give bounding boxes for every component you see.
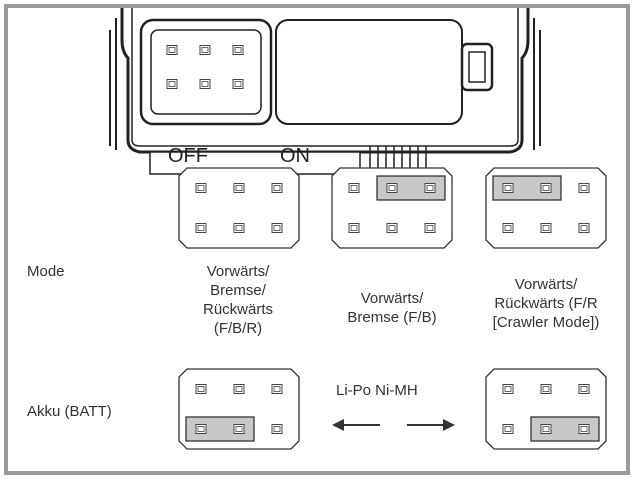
- battery-type-caption: Li-Po Ni-MH: [336, 382, 418, 399]
- header-pin: [233, 223, 245, 233]
- lipo-arrow-icon: [332, 419, 380, 431]
- header-pin: [424, 223, 436, 233]
- nimh-arrow-icon: [407, 419, 455, 431]
- power-switch-knob: [460, 42, 494, 92]
- mode-block-2: [331, 167, 453, 249]
- mode-fb-caption: Vorwärts/ Bremse (F/B): [347, 289, 436, 327]
- mode-row-label: Mode: [27, 263, 65, 280]
- mode-fr-line-2: Rückwärts (F/R: [494, 295, 598, 312]
- header-pin: [424, 183, 436, 193]
- header-pin: [540, 223, 552, 233]
- battery-block-nimh: [485, 368, 607, 450]
- header-pin: [502, 384, 514, 394]
- battery-jumper-blocks: [178, 368, 607, 450]
- header-pin: [271, 384, 283, 394]
- header-pin: [195, 223, 207, 233]
- mode-fr-line-1: Vorwärts/: [514, 276, 578, 293]
- header-pin: [195, 183, 207, 193]
- header-pin: [540, 424, 552, 434]
- header-pin: [502, 183, 514, 193]
- switch-off-label: OFF: [168, 145, 208, 167]
- header-pin: [578, 223, 590, 233]
- mode-fbr-caption: Vorwärts/ Bremse/ Rückwärts (F/B/R): [203, 262, 273, 338]
- header-pin: [578, 424, 590, 434]
- header-pin: [271, 223, 283, 233]
- header-pin: [540, 384, 552, 394]
- mode-fbr-line-3: Rückwärts: [202, 301, 274, 318]
- header-pin: [578, 183, 590, 193]
- header-pin: [578, 384, 590, 394]
- battery-row-label: Akku (BATT): [27, 403, 112, 420]
- mode-fb-line-2: Bremse (F/B): [347, 309, 437, 326]
- header-pin: [502, 424, 514, 434]
- header-pin: [386, 183, 398, 193]
- mode-fr-caption: Vorwärts/ Rückwärts (F/R [Crawler Mode]): [493, 275, 600, 332]
- header-pin: [233, 384, 245, 394]
- header-pin: [195, 384, 207, 394]
- mode-fbr-line-4: (F/B/R): [213, 320, 263, 337]
- header-pin: [195, 424, 207, 434]
- header-pin: [233, 424, 245, 434]
- header-pin: [348, 223, 360, 233]
- switch-on-label: ON: [280, 145, 310, 167]
- header-pin: [271, 424, 283, 434]
- header-pin: [386, 223, 398, 233]
- mode-fb-line-1: Vorwärts/: [360, 290, 424, 307]
- battery-block-lipo: [178, 368, 300, 450]
- mode-block-1: [178, 167, 300, 249]
- header-pin: [502, 223, 514, 233]
- mode-block-3: [485, 167, 607, 249]
- header-pin: [540, 183, 552, 193]
- header-pin: [271, 183, 283, 193]
- header-pin: [348, 183, 360, 193]
- mode-fr-line-3: [Crawler Mode]): [492, 314, 600, 331]
- header-pin: [233, 183, 245, 193]
- mode-fbr-line-1: Vorwärts/: [206, 263, 270, 280]
- mode-jumper-blocks: [178, 167, 607, 249]
- mode-fbr-line-2: Bremse/: [210, 282, 266, 299]
- esc-device-illustration: [109, 8, 541, 175]
